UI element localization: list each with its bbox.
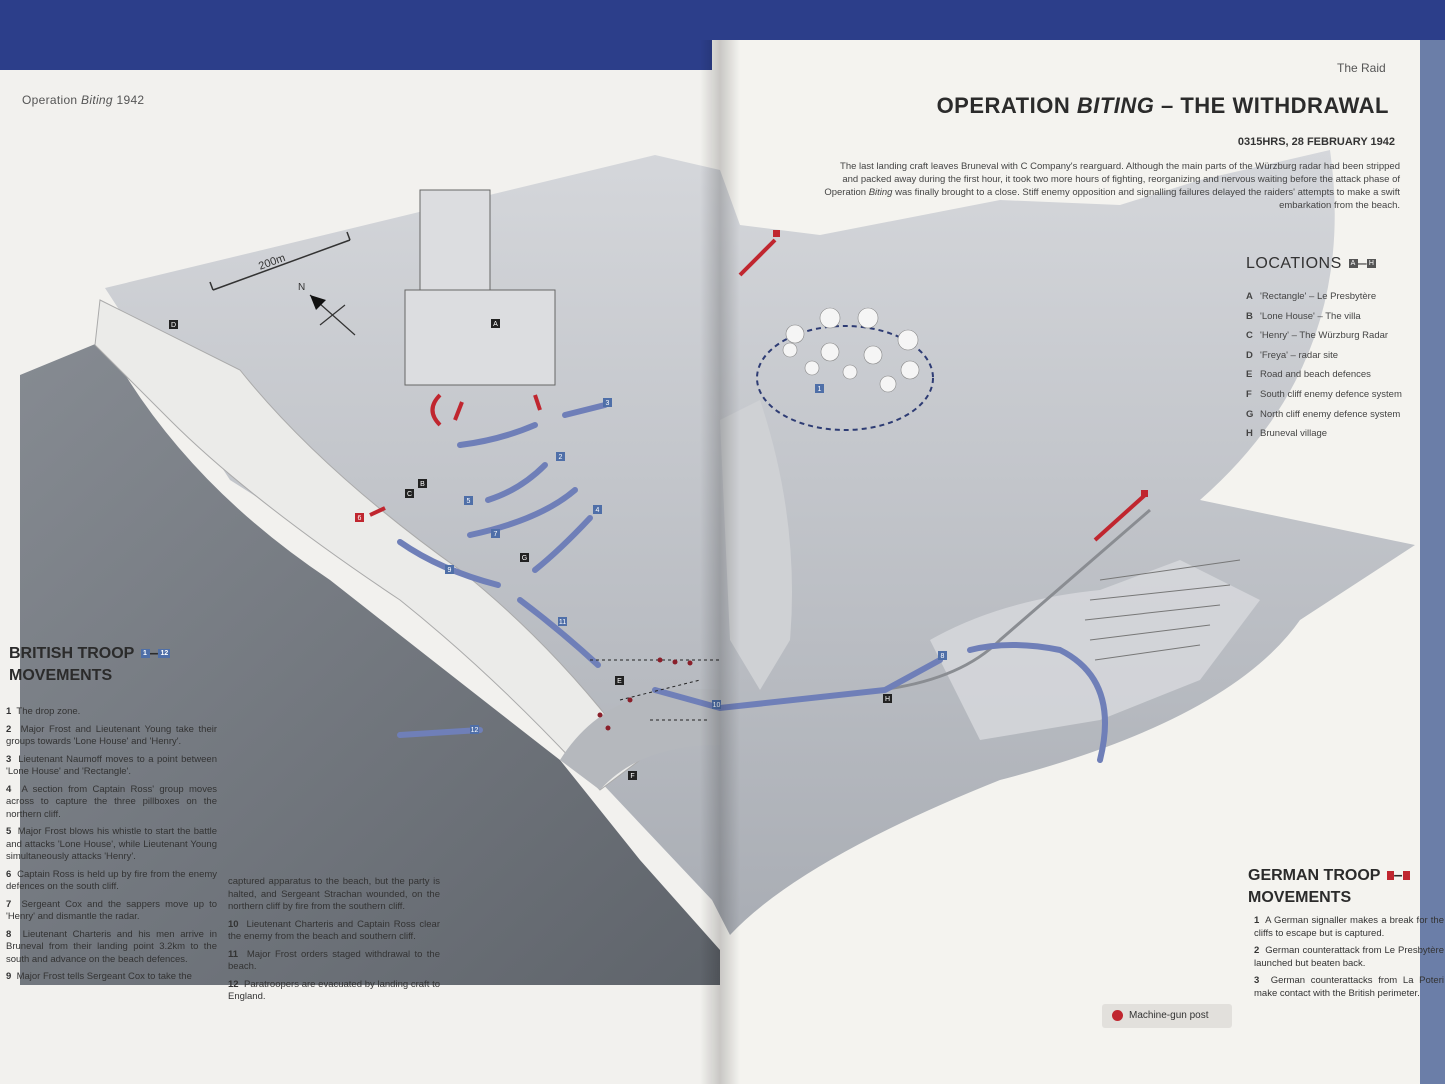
page-subtitle: 0315HRS, 28 FEBRUARY 1942 — [1237, 136, 1395, 148]
movement-item: 6 Captain Ross is held up by fire from t… — [6, 868, 218, 893]
book-spine — [700, 40, 740, 1084]
svg-text:6: 6 — [358, 515, 362, 522]
svg-text:4: 4 — [596, 507, 600, 514]
movement-item: 3 Lieutenant Naumoff moves to a point be… — [6, 753, 218, 778]
beach — [560, 688, 720, 790]
german-movements-title: GERMAN TROOP –MOVEMENTS — [1248, 865, 1410, 909]
drop-zone — [756, 325, 934, 431]
location-item: A'Rectangle' – Le Presbytère — [1246, 291, 1377, 302]
sea-area — [20, 340, 720, 985]
book-edge — [1420, 40, 1445, 1084]
svg-text:F: F — [630, 773, 634, 780]
svg-text:12: 12 — [471, 727, 479, 734]
movement-item: 1 The drop zone. — [6, 706, 81, 717]
german-movement-item: 1 A German signaller makes a break for t… — [1254, 915, 1444, 939]
blue-markers: 1 2 3 4 5 6 7 8 9 10 11 12 — [355, 384, 947, 734]
svg-text:7: 7 — [494, 531, 498, 538]
svg-text:C: C — [407, 491, 412, 498]
movement-item: 5 Major Frost blows his whistle to start… — [6, 826, 218, 862]
machine-gun-icon — [1112, 1009, 1123, 1021]
svg-text:8: 8 — [941, 653, 945, 660]
locations-title: LOCATIONS A–H — [1246, 255, 1377, 272]
movement-item: 8 Lieutenant Charteris and his men arriv… — [6, 928, 218, 965]
movement-item: 2 Major Frost and Lieutenant Young take … — [6, 723, 217, 748]
german-movement-item: 3 German counterattacks from La Poteri m… — [1254, 975, 1444, 999]
british-movements-list-1: 1 The drop zone. 2 Major Frost and Lieut… — [6, 706, 217, 989]
german-arrows — [369, 238, 1147, 542]
cliff-face-right — [720, 400, 792, 690]
perimeter-line — [590, 659, 720, 721]
north-label: N — [298, 282, 305, 293]
running-header-left: Operation Biting 1942 — [22, 93, 145, 107]
svg-text:D: D — [171, 322, 176, 329]
machine-gun-posts — [597, 657, 693, 731]
movement-item: 4 A section from Captain Ross' group mov… — [6, 783, 217, 820]
location-item: D'Freya' – radar site — [1246, 349, 1339, 361]
location-item: B'Lone House' – The villa — [1246, 310, 1361, 322]
german-movement-item: 2 German counterattack from Le Presbytèr… — [1254, 945, 1444, 969]
locations-key: LOCATIONS A–H A'Rectangle' – Le Presbytè… — [1246, 255, 1402, 448]
svg-text:G: G — [522, 555, 527, 562]
movement-item: 12 Paratroopers are evacuated by landing… — [228, 978, 440, 1003]
svg-text:10: 10 — [713, 702, 721, 709]
movement-item: 10 Lieutenant Charteris and Captain Ross… — [228, 918, 440, 943]
svg-text:5: 5 — [467, 498, 471, 505]
svg-text:9: 9 — [448, 567, 452, 574]
svg-text:B: B — [420, 481, 425, 488]
parachutes — [782, 307, 920, 393]
svg-text:E: E — [617, 678, 622, 685]
svg-text:A: A — [493, 321, 498, 328]
page-title: OPERATION BITING – THE WITHDRAWAL — [936, 93, 1389, 118]
black-markers: A B C D E F G H — [169, 319, 892, 780]
movement-item-continued: captured apparatus to the beach, but the… — [228, 876, 440, 912]
running-header-right: The Raid — [1337, 61, 1386, 75]
svg-text:3: 3 — [606, 400, 610, 407]
british-arrows — [397, 402, 1108, 763]
movement-item: 7 Sergeant Cox and the sappers move up t… — [6, 898, 217, 923]
svg-text:H: H — [885, 696, 890, 703]
rectangle-compound — [404, 189, 556, 386]
field-lines — [1084, 559, 1241, 661]
svg-text:2: 2 — [559, 454, 563, 461]
intro-paragraph: The last landing craft leaves Bruneval w… — [824, 161, 1400, 211]
british-movements-list-2: captured apparatus to the beach, but the… — [228, 876, 440, 1009]
svg-text:1: 1 — [818, 386, 822, 393]
movement-item: 11 Major Frost orders staged withdrawal … — [228, 948, 440, 973]
scale-bar — [212, 239, 351, 291]
location-item: C'Henry' – The Würzburg Radar — [1246, 330, 1389, 342]
machine-gun-legend: Machine-gun post — [1102, 1004, 1232, 1028]
movement-item: 9 Major Frost tells Sergeant Cox to take… — [6, 971, 192, 982]
svg-text:11: 11 — [559, 619, 566, 626]
german-movements-list: 1 A German signaller makes a break for t… — [1254, 915, 1444, 1005]
village — [930, 560, 1260, 740]
